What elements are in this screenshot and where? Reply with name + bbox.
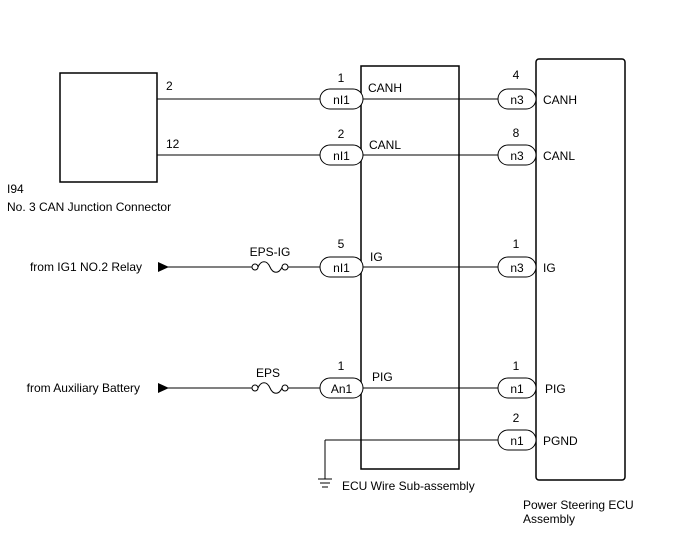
svg-text:n3: n3 [510, 149, 524, 163]
svg-text:n3: n3 [510, 261, 524, 275]
svg-text:n3: n3 [510, 93, 524, 107]
ecu-wire-terminal-canl: nI1 2 CANL [319, 127, 401, 166]
connector-id: I94 [7, 182, 24, 196]
svg-text:An1: An1 [331, 382, 353, 396]
can-junction-connector-box [59, 72, 158, 183]
svg-text:2: 2 [513, 411, 520, 425]
svg-text:1: 1 [513, 237, 520, 251]
ecu-wire-terminal-canh: nI1 1 CANH [319, 71, 402, 110]
source-battery-label: from Auxiliary Battery [27, 381, 140, 395]
ps-ecu-label-line2: Assembly [523, 512, 575, 526]
ps-ecu-terminal-ig: n3 1 IG [497, 237, 556, 278]
svg-text:CANH: CANH [368, 81, 402, 95]
svg-text:1: 1 [338, 359, 345, 373]
svg-text:2: 2 [338, 127, 345, 141]
svg-text:nI1: nI1 [333, 149, 350, 163]
svg-text:n1: n1 [510, 382, 524, 396]
fuse-eps-ig-icon [251, 261, 289, 273]
ground-icon [318, 478, 332, 488]
arrow-ig-icon [158, 262, 169, 272]
connector-name: No. 3 CAN Junction Connector [7, 200, 171, 214]
connector-pin-canh: 2 [166, 79, 173, 93]
ecu-wire-terminal-ig: nI1 5 IG [319, 237, 383, 278]
svg-text:IG: IG [543, 261, 556, 275]
svg-text:CANL: CANL [369, 138, 401, 152]
svg-text:nI1: nI1 [333, 93, 350, 107]
ecu-wire-terminal-pig: An1 1 PIG [319, 359, 393, 399]
svg-text:n1: n1 [510, 434, 524, 448]
svg-text:8: 8 [513, 126, 520, 140]
source-ig-label: from IG1 NO.2 Relay [30, 260, 142, 274]
svg-text:1: 1 [513, 359, 520, 373]
svg-text:4: 4 [513, 68, 520, 82]
svg-text:PIG: PIG [372, 370, 393, 384]
svg-text:CANH: CANH [543, 93, 577, 107]
ps-ecu-label-line1: Power Steering ECU [523, 498, 634, 512]
fuse-eps-icon [251, 382, 289, 394]
svg-text:IG: IG [370, 250, 383, 264]
svg-text:PIG: PIG [545, 382, 566, 396]
arrow-battery-icon [158, 383, 169, 393]
svg-text:1: 1 [338, 71, 345, 85]
fuse-eps-ig-label: EPS-IG [250, 245, 291, 259]
svg-text:CANL: CANL [543, 149, 575, 163]
connector-pin-canl: 12 [166, 137, 180, 151]
svg-text:5: 5 [338, 237, 345, 251]
ecu-wire-sub-assembly-label: ECU Wire Sub-assembly [342, 479, 475, 493]
ps-ecu-terminal-canh: n3 4 CANH [497, 68, 577, 110]
ps-ecu-terminal-pgnd: n1 2 PGND [497, 411, 578, 451]
svg-text:nI1: nI1 [333, 261, 350, 275]
ps-ecu-terminal-pig: n1 1 PIG [497, 359, 566, 399]
fuse-eps-label: EPS [256, 366, 280, 380]
svg-text:PGND: PGND [543, 434, 578, 448]
ps-ecu-terminal-canl: n3 8 CANL [497, 126, 575, 166]
